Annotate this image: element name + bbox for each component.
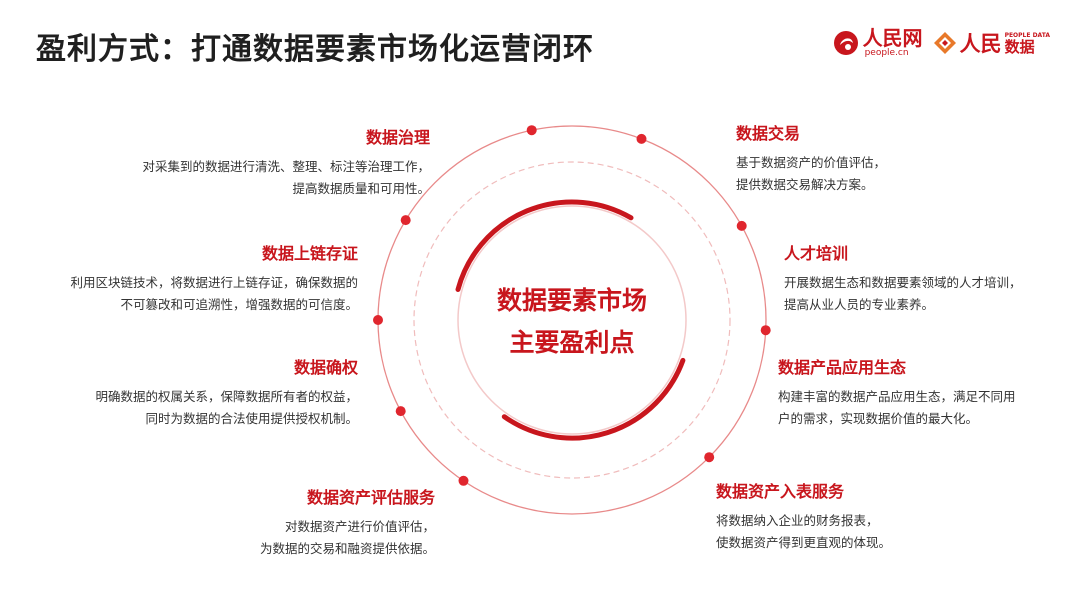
dot-data-rights: [395, 406, 406, 417]
dot-data-trading: [636, 133, 647, 144]
item-title: 数据上链存证: [261, 244, 358, 263]
item-desc-line1: 对采集到的数据进行清洗、整理、标注等治理工作，: [142, 159, 430, 174]
item-data-asset-valuation: 数据资产评估服务 对数据资产进行价值评估， 为数据的交易和融资提供依据。: [260, 484, 435, 560]
accent-arc-top: [455, 199, 634, 292]
item-desc-line2: 提高数据质量和可用性。: [292, 181, 430, 196]
people-data-logo-text: 人民: [959, 31, 1002, 56]
accent-arc-bottom: [501, 357, 686, 441]
logo-group: 人民网 people.cn 人民 PEOPLE DATA 数据: [833, 28, 1050, 58]
item-desc-line2: 不可篡改和可追溯性，增强数据的可信度。: [120, 297, 358, 312]
people-swirl-icon: [833, 31, 858, 55]
diamond-logo-icon: [933, 32, 956, 54]
people-data-logo-word: 数据: [1004, 37, 1035, 56]
dot-data-asset-valuation: [458, 475, 469, 486]
item-desc-line1: 将数据纳入企业的财务报表，: [716, 513, 879, 528]
people-cn-logo-text: 人民网: [862, 26, 923, 50]
dot-data-governance: [400, 215, 411, 226]
item-desc-line2: 提供数据交易解决方案。: [736, 177, 874, 192]
item-desc-line2: 户的需求，实现数据价值的最大化。: [778, 411, 979, 426]
item-desc-line1: 明确数据的权属关系，保障数据所有者的权益，: [95, 389, 358, 404]
item-desc-line2: 同时为数据的合法使用提供授权机制。: [145, 411, 358, 426]
page-title: 盈利方式：打通数据要素市场化运营闭环: [36, 32, 594, 67]
people-data-logo-en: PEOPLE DATA: [1004, 31, 1050, 39]
people-cn-logo-url: people.cn: [864, 48, 909, 58]
item-data-asset-booking: 数据资产入表服务 将数据纳入企业的财务报表， 使数据资产得到更直观的体现。: [716, 478, 891, 554]
center-label-line2: 主要盈利点: [509, 328, 635, 357]
item-data-trading: 数据交易 基于数据资产的价值评估， 提供数据交易解决方案。: [736, 120, 886, 196]
item-title: 数据资产评估服务: [306, 488, 435, 507]
item-desc-line2: 提高从业人员的专业素养。: [784, 297, 935, 312]
item-desc-line1: 开展数据生态和数据要素领域的人才培训，: [784, 275, 1022, 290]
item-talent-training: 人才培训 开展数据生态和数据要素领域的人才培训， 提高从业人员的专业素养。: [784, 240, 1022, 316]
item-title: 人才培训: [784, 244, 849, 263]
item-data-product-ecosystem: 数据产品应用生态 构建丰富的数据产品应用生态，满足不同用 户的需求，实现数据价值…: [778, 354, 1016, 430]
item-desc-line1: 构建丰富的数据产品应用生态，满足不同用: [778, 389, 1016, 404]
dot-data-asset-booking: [704, 452, 715, 463]
item-title: 数据交易: [736, 124, 801, 143]
people-data-logo: 人民 PEOPLE DATA 数据: [933, 28, 1050, 58]
dot-talent-training: [736, 220, 747, 231]
center-label-line1: 数据要素市场: [496, 286, 647, 315]
dot-top: [526, 125, 537, 136]
item-title: 数据治理: [365, 128, 430, 147]
inner-ring: [457, 205, 687, 435]
item-data-rights: 数据确权 明确数据的权属关系，保障数据所有者的权益， 同时为数据的合法使用提供授…: [95, 354, 358, 430]
item-desc-line2: 使数据资产得到更直观的体现。: [716, 535, 892, 550]
dashed-ring: [413, 161, 731, 479]
item-data-governance: 数据治理 对采集到的数据进行清洗、整理、标注等治理工作， 提高数据质量和可用性。: [142, 124, 430, 200]
item-desc-line1: 对数据资产进行价值评估，: [284, 519, 435, 534]
dot-data-chain-certification: [373, 315, 383, 325]
item-data-chain-certification: 数据上链存证 利用区块链技术，将数据进行上链存证，确保数据的 不可篡改和可追溯性…: [70, 240, 358, 316]
ring-dots: [373, 125, 771, 486]
item-title: 数据确权: [293, 358, 358, 377]
item-desc-line1: 基于数据资产的价值评估，: [736, 155, 887, 170]
center-label: 数据要素市场 主要盈利点: [470, 280, 674, 364]
item-desc-line2: 为数据的交易和融资提供依据。: [259, 541, 435, 556]
item-desc-line1: 利用区块链技术，将数据进行上链存证，确保数据的: [70, 275, 358, 290]
item-title: 数据产品应用生态: [778, 358, 907, 377]
people-cn-logo: 人民网 people.cn: [833, 28, 923, 58]
item-title: 数据资产入表服务: [716, 482, 845, 501]
dot-data-product-ecosystem: [760, 325, 771, 336]
